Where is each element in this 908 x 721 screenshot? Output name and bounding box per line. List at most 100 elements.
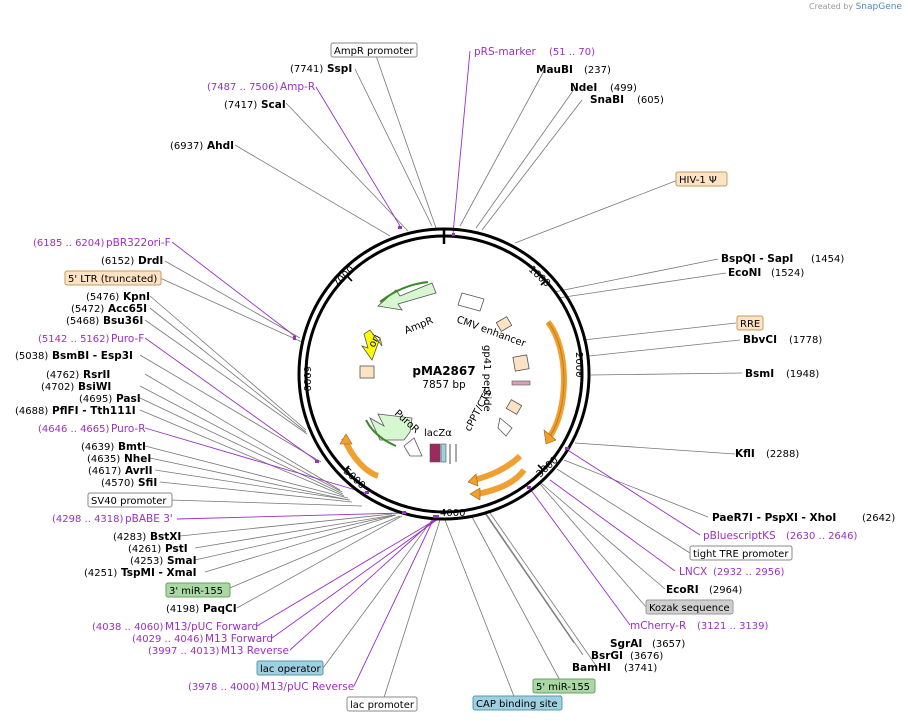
site-name: BspQI - SapI bbox=[721, 253, 793, 265]
site-pos: (1524) bbox=[771, 268, 804, 279]
site-name: AvrII bbox=[125, 465, 153, 477]
site-pos: (2642) bbox=[862, 513, 895, 524]
primer-name: M13 Reverse bbox=[221, 645, 289, 657]
sv40-arrow bbox=[403, 437, 423, 457]
site-pos: (3657) bbox=[652, 639, 685, 650]
site-pos: (2288) bbox=[766, 449, 799, 460]
primer-range: (4029 .. 4046) bbox=[132, 634, 204, 645]
site-pos: (4261) bbox=[128, 544, 161, 555]
plasmid-name: pMA2867 bbox=[412, 364, 475, 378]
feature-lac-promoter: lac promoter bbox=[350, 700, 415, 711]
feature-kozak: Kozak sequence bbox=[649, 603, 730, 614]
site-name: SspI bbox=[327, 63, 352, 75]
site-pos: (3676) bbox=[630, 651, 663, 662]
primer-name: pBABE 3' bbox=[125, 513, 173, 525]
puror-arrow bbox=[369, 413, 413, 441]
snapgene-logo: SnapGene bbox=[855, 2, 902, 12]
feature-ampr-promoter: AmpR promoter bbox=[334, 46, 414, 57]
site-pos: (5038) bbox=[15, 351, 48, 362]
tick-label-6000: 6000 bbox=[301, 366, 312, 391]
site-name: EcoRI bbox=[666, 584, 699, 596]
site-name: SfiI bbox=[138, 477, 157, 489]
primer-markers bbox=[293, 226, 569, 518]
feature-sv40: SV40 promoter bbox=[91, 496, 167, 507]
primer-range: (5142 .. 5162) bbox=[38, 334, 110, 345]
sites-right: MauBI(237) NdeI(499) SnaBI(605) BspQI - … bbox=[536, 64, 895, 674]
primer-range: (3997 .. 4013) bbox=[148, 646, 220, 657]
primer-name: Amp-R bbox=[280, 81, 315, 93]
site-name: NheI bbox=[124, 453, 151, 465]
mir155-block bbox=[429, 443, 441, 463]
site-name: Acc65I bbox=[108, 303, 147, 315]
site-name: SgrAI bbox=[610, 638, 642, 650]
site-name: BsmBI - Esp3I bbox=[52, 350, 133, 362]
site-name: BmtI bbox=[118, 441, 146, 453]
feature-boxes: AmpR promoter HIV-1 Ψ RRE 5' LTR (trunca… bbox=[64, 42, 793, 712]
feature-5mir155: 5' miR-155 bbox=[536, 682, 590, 693]
site-pos: (2964) bbox=[709, 585, 742, 596]
site-name: BbvCI bbox=[743, 334, 777, 346]
feature-rre: RRE bbox=[740, 319, 760, 330]
orf-arc-1-head bbox=[543, 429, 557, 445]
orf-arc-1-edge bbox=[547, 321, 565, 437]
orf-arc-2 bbox=[473, 453, 523, 483]
site-name: BamHI bbox=[572, 662, 611, 674]
site-name: PflFI - Tth111I bbox=[52, 405, 136, 417]
site-name: BsrGI bbox=[591, 650, 623, 662]
site-name: DrdI bbox=[138, 255, 163, 267]
tick-label-2000: 2000 bbox=[573, 352, 584, 377]
orf-arc-3-head bbox=[469, 487, 481, 501]
site-name: BstXI bbox=[150, 531, 181, 543]
site-pos: (4688) bbox=[15, 406, 48, 417]
gp41-box bbox=[511, 380, 531, 386]
site-pos: (4695) bbox=[79, 394, 112, 405]
site-pos: (7741) bbox=[290, 64, 323, 75]
cmv-enhancer-box bbox=[457, 292, 485, 312]
orf-arc-4-head bbox=[339, 433, 353, 445]
site-pos: (1778) bbox=[789, 335, 822, 346]
site-pos: (237) bbox=[584, 65, 611, 76]
ltr-box bbox=[359, 365, 375, 379]
primer-name: M13/pUC Forward bbox=[165, 621, 258, 633]
site-pos: (4570) bbox=[101, 478, 134, 489]
ampr-arrow bbox=[377, 282, 437, 311]
primer-range: (4646 .. 4665) bbox=[38, 424, 110, 435]
site-name: PstI bbox=[165, 543, 188, 555]
site-name: Bsu36I bbox=[103, 315, 143, 327]
site-pos: (1454) bbox=[811, 254, 844, 265]
primer-name: Puro-R bbox=[111, 423, 146, 435]
site-name: KpnI bbox=[123, 291, 150, 303]
hiv-psi-box bbox=[495, 316, 513, 332]
site-pos: (4198) bbox=[166, 604, 199, 615]
site-pos: (7417) bbox=[224, 100, 257, 111]
primer-range: (51 .. 70) bbox=[549, 47, 595, 58]
primer-name: M13/pUC Reverse bbox=[261, 681, 354, 693]
site-pos: (4702) bbox=[41, 382, 74, 393]
rre-box bbox=[512, 354, 530, 372]
site-name: PasI bbox=[116, 393, 141, 405]
lac-block bbox=[440, 443, 447, 463]
site-pos: (4762) bbox=[46, 370, 79, 381]
features bbox=[339, 281, 567, 501]
primer-labels: (7487 .. 7506)Amp-R (6185 .. 6204)pBR322… bbox=[33, 46, 858, 693]
primer-range: (4298 .. 4318) bbox=[52, 514, 124, 525]
site-pos: (3741) bbox=[624, 663, 657, 674]
primer-name: LNCX bbox=[679, 566, 707, 578]
site-name: TspMI - XmaI bbox=[121, 567, 197, 579]
site-pos: (5468) bbox=[66, 316, 99, 327]
tre-arrow bbox=[497, 417, 513, 437]
feature-hiv-psi: HIV-1 Ψ bbox=[679, 175, 717, 186]
site-name: EcoNI bbox=[728, 267, 761, 279]
credit-prefix: Created by bbox=[809, 2, 854, 11]
site-name: BsiWI bbox=[78, 381, 111, 393]
primer-name: pRS-marker bbox=[474, 46, 537, 58]
site-pos: (605) bbox=[637, 95, 664, 106]
site-pos: (499) bbox=[610, 83, 637, 94]
site-pos: (4635) bbox=[87, 454, 120, 465]
connector-lines bbox=[139, 49, 743, 705]
orf-arc-2-head bbox=[467, 473, 479, 487]
site-name: SmaI bbox=[167, 555, 197, 567]
site-name: MauBI bbox=[536, 64, 573, 76]
site-pos: (6152) bbox=[101, 256, 134, 267]
